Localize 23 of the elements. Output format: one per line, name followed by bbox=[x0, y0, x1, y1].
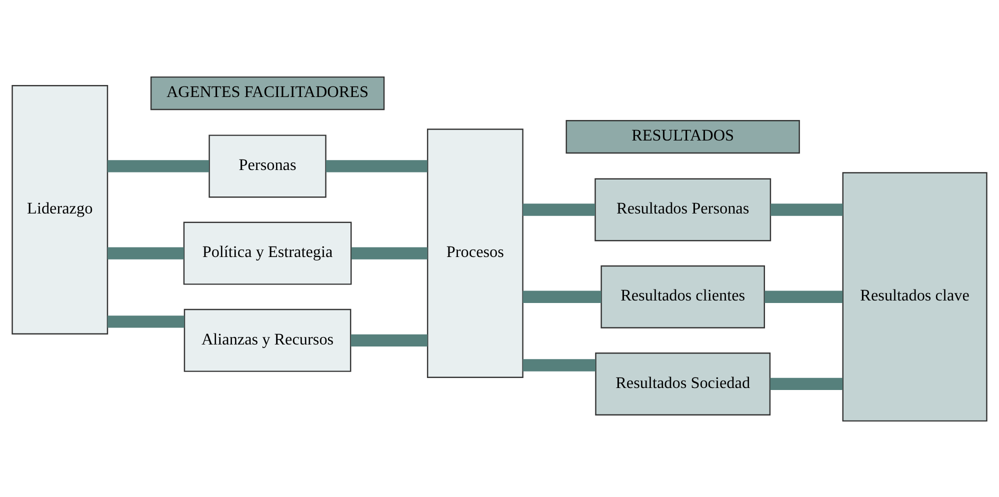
connector bbox=[764, 290, 843, 302]
connector bbox=[770, 203, 843, 216]
node-box: Personas bbox=[208, 134, 326, 198]
node-box: Alianzas y Recursos bbox=[184, 308, 352, 372]
node-box: AGENTES FACILITADORES bbox=[150, 76, 385, 110]
node-box: Resultados Sociedad bbox=[595, 352, 771, 415]
connector bbox=[108, 315, 184, 328]
connector bbox=[108, 160, 209, 172]
connector bbox=[350, 334, 428, 346]
node-box: Política y Estrategia bbox=[183, 221, 352, 284]
node-box: RESULTADOS bbox=[566, 120, 800, 154]
connector bbox=[522, 290, 602, 302]
connector bbox=[770, 377, 843, 390]
node-box: Resultados clave bbox=[842, 172, 988, 422]
connector bbox=[522, 203, 596, 216]
node-box: Resultados clientes bbox=[600, 264, 765, 328]
connector bbox=[522, 358, 596, 371]
connector bbox=[108, 246, 184, 259]
connector bbox=[351, 246, 428, 259]
connector bbox=[326, 160, 428, 172]
node-box: Procesos bbox=[426, 128, 524, 378]
node-box: Liderazgo bbox=[12, 84, 108, 334]
node-box: Resultados Personas bbox=[594, 178, 772, 241]
